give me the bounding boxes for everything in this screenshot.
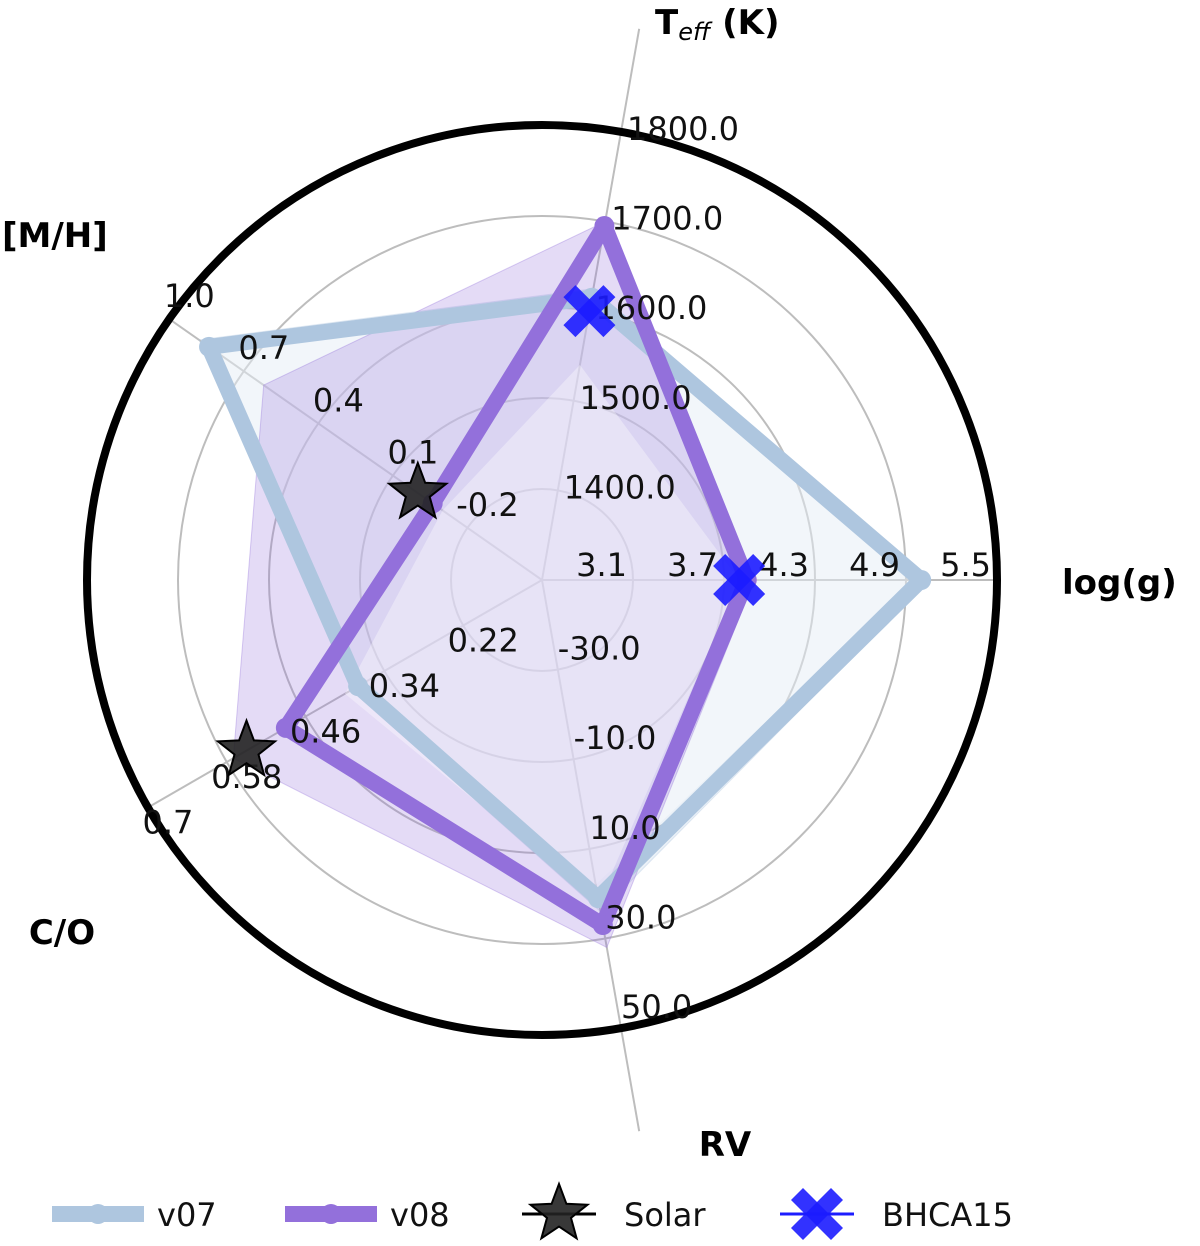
legend-entry-BHCA15: BHCA15 [780, 1187, 1013, 1241]
legend-x-icon [790, 1187, 844, 1241]
legend-label-Solar: Solar [624, 1196, 706, 1234]
axis-title-teff: Teff (K) [655, 3, 780, 46]
data-series [199, 216, 932, 936]
band-lower-v07 [214, 306, 914, 885]
series-line-v08 [277, 218, 755, 933]
tick-mh-5: 1.0 [164, 277, 215, 315]
axis-titles: Teff (K) log(g) RV C/O [M/H] [2, 3, 1177, 1165]
tick-co-1: 0.22 [448, 622, 519, 660]
legend-entry-v07: v07 [52, 1196, 217, 1234]
tick-rv-4: 30.0 [605, 898, 676, 936]
tick-rv-3: 10.0 [589, 809, 660, 847]
spoke-rv [541, 579, 641, 1132]
tick-logg-3: 4.3 [758, 546, 809, 584]
point-v08-co [275, 717, 296, 738]
marker-Solar-mh [386, 460, 450, 520]
tick-logg-5: 5.5 [940, 546, 991, 584]
series-line-v07 [201, 289, 930, 907]
axis-title-co: C/O [29, 913, 95, 953]
axis-title-mh: [M/H] [2, 216, 108, 256]
tick-teff-4: 1700.0 [611, 200, 723, 238]
tick-mh-3: 0.4 [313, 381, 364, 419]
tick-rv-1: -30.0 [558, 630, 641, 668]
legend-dot-v08 [321, 1204, 341, 1224]
marker-BHCA15-teff [563, 285, 616, 338]
tick-rv-2: -10.0 [574, 719, 657, 757]
tick-labels: 1400.0 1500.0 1600.0 1700.0 1800.0 3.1 3.7 4.3 4… [143, 110, 991, 1026]
legend-star-icon [527, 1181, 591, 1241]
tick-mh-2: 0.1 [387, 434, 438, 472]
point-v07-co [348, 676, 369, 697]
tick-teff-3: 1600.0 [595, 289, 707, 327]
marker-Solar-co [215, 717, 278, 778]
point-v07-logg [911, 570, 932, 590]
spoke-mh [168, 318, 543, 581]
tick-co-2: 0.34 [369, 667, 440, 705]
tick-logg-2: 3.7 [667, 546, 718, 584]
tick-logg-4: 4.9 [849, 546, 900, 584]
reference-markers [215, 285, 766, 778]
tick-logg-1: 3.1 [576, 546, 627, 584]
legend-entry-Solar: Solar [522, 1181, 706, 1241]
legend: v07 v08 Solar BHCA15 [52, 1181, 1013, 1241]
tick-rv-5: 50.0 [621, 988, 692, 1026]
tick-teff-5: 1800.0 [627, 110, 739, 148]
legend-label-v08: v08 [390, 1196, 450, 1234]
tick-co-5: 0.7 [143, 804, 194, 842]
tick-co-3: 0.46 [290, 713, 361, 751]
point-v08-teff [594, 216, 615, 237]
spoke-co [147, 579, 543, 809]
point-v08-rv [592, 915, 613, 936]
tick-mh-4: 0.7 [238, 329, 289, 367]
outer-boundary [83, 121, 1001, 1039]
legend-label-v07: v07 [157, 1196, 217, 1234]
point-v07-mh [199, 336, 220, 357]
point-v07-rv [588, 888, 609, 909]
legend-entry-v08: v08 [285, 1196, 450, 1234]
axis-title-logg: log(g) [1062, 563, 1177, 603]
radar-grid [83, 28, 1001, 1132]
tick-teff-2: 1500.0 [580, 379, 692, 417]
legend-label-BHCA15: BHCA15 [882, 1196, 1013, 1234]
tick-teff-1: 1400.0 [564, 468, 676, 506]
marker-BHCA15-logg [713, 553, 766, 607]
tick-mh-1: -0.2 [456, 486, 518, 524]
axis-title-rv: RV [699, 1125, 752, 1165]
legend-dot-v07 [88, 1204, 108, 1224]
